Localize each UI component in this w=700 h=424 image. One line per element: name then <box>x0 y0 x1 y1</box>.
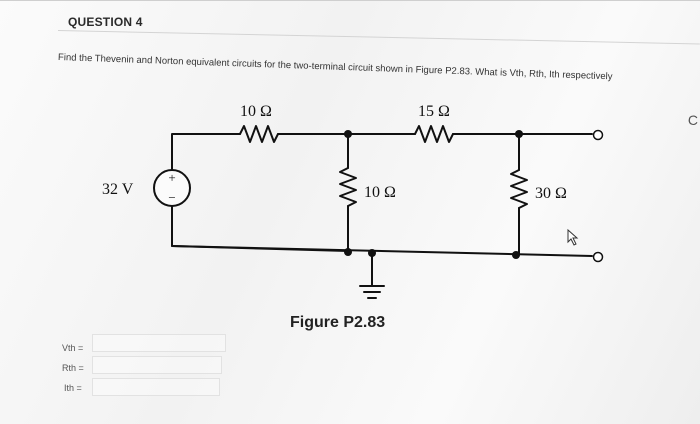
ith-input[interactable] <box>92 378 220 396</box>
edge-glyph: C <box>687 112 698 128</box>
label-r3: 10 Ω <box>364 184 396 201</box>
label-source-voltage: 32 V <box>102 181 134 198</box>
ground-symbol <box>359 285 385 299</box>
junction-dot <box>515 130 523 138</box>
vth-label: Vth = <box>62 343 84 353</box>
ith-label: Ith = <box>64 383 82 393</box>
rth-input[interactable] <box>92 356 222 374</box>
terminal-a <box>592 129 604 141</box>
label-r4: 30 Ω <box>535 185 567 202</box>
vth-input[interactable] <box>92 334 226 352</box>
resistor-r3-zigzag <box>339 167 357 207</box>
junction-dot <box>512 251 520 259</box>
top-divider <box>0 0 700 1</box>
resistor-r4-zigzag <box>510 169 528 209</box>
junction-dot <box>368 249 376 257</box>
rth-label: Rth = <box>62 363 84 373</box>
question-title: QUESTION 4 <box>68 15 143 29</box>
figure-caption: Figure P2.83 <box>290 314 386 331</box>
label-r2: 15 Ω <box>418 103 450 120</box>
source-minus-sign: − <box>168 190 175 205</box>
voltage-source <box>153 169 191 207</box>
wire-top-left <box>171 133 241 171</box>
resistor-r2-zigzag <box>414 125 454 143</box>
junction-dot <box>344 248 352 256</box>
label-r1: 10 Ω <box>240 103 272 120</box>
junction-dot <box>344 130 352 138</box>
wire-bottom-flat <box>171 245 349 252</box>
terminal-b <box>592 251 604 263</box>
resistor-r1-zigzag <box>239 125 279 143</box>
source-plus-sign: + <box>168 170 175 185</box>
mouse-cursor-icon <box>567 228 579 246</box>
